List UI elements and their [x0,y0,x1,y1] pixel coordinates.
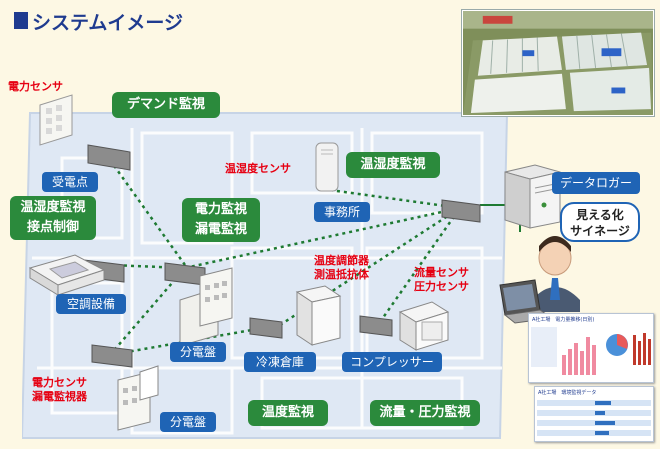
temp-controller-label: 温度調節器 測温抵抗体 [314,254,369,281]
distribution-panel-icon-1 [179,267,233,347]
power-sensor-top-icon [39,94,73,146]
temperature-monitor-label: 温度監視 [248,400,328,426]
signage-screen-1: A社工場 電力量推移(日別) [528,313,654,383]
demand-monitor-label: デマンド監視 [112,92,220,118]
temp-humid-sensor-label: 温湿度センサ [225,162,291,175]
compressor-label: コンプレッサー [342,352,442,372]
compressor-icon [398,301,450,351]
freezer-label: 冷凍倉庫 [244,352,316,372]
power-leak-sensor-label: 電力センサ 漏電監視器 [32,376,87,403]
factory-aerial-photo [462,10,654,116]
operator-icon [532,236,580,312]
temp-humid-contact-label: 温湿度監視 接点制御 [10,196,96,240]
freezer-icon [295,285,342,346]
substation-label: 受電点 [42,172,98,192]
flow-pressure-monitor-label: 流量・圧力監視 [370,400,480,426]
office-label: 事務所 [314,202,370,222]
data-logger-pc-icon [504,164,561,229]
signage-table-2 [537,400,651,436]
signage-screen-2-title: A社工場 環境監視データ [538,390,597,396]
distribution-panel-icon-2 [117,365,159,431]
title-marker [14,12,28,29]
panel2-label: 分電盤 [160,412,216,432]
power-sensor-top-label: 電力センサ [8,80,63,93]
signage-chart-1 [531,327,651,375]
data-logger-label: データロガー [552,172,640,194]
temp-humid-sensor-icon [315,142,339,192]
aircon-icon [28,254,106,296]
page-title: システムイメージ [32,12,184,34]
signage-callout: 見える化 サイネージ [560,202,640,242]
signage-screen-1-title: A社工場 電力量推移(日別) [532,317,595,323]
panel1-label: 分電盤 [170,342,226,362]
flow-pressure-sensor-label: 流量センサ 圧力センサ [414,266,469,293]
temp-humid-monitor-label: 温湿度監視 [346,152,440,178]
power-leak-monitor-label: 電力監視 漏電監視 [182,198,260,242]
aircon-label: 空調設備 [56,294,126,314]
signage-screen-2: A社工場 環境監視データ [534,386,654,442]
